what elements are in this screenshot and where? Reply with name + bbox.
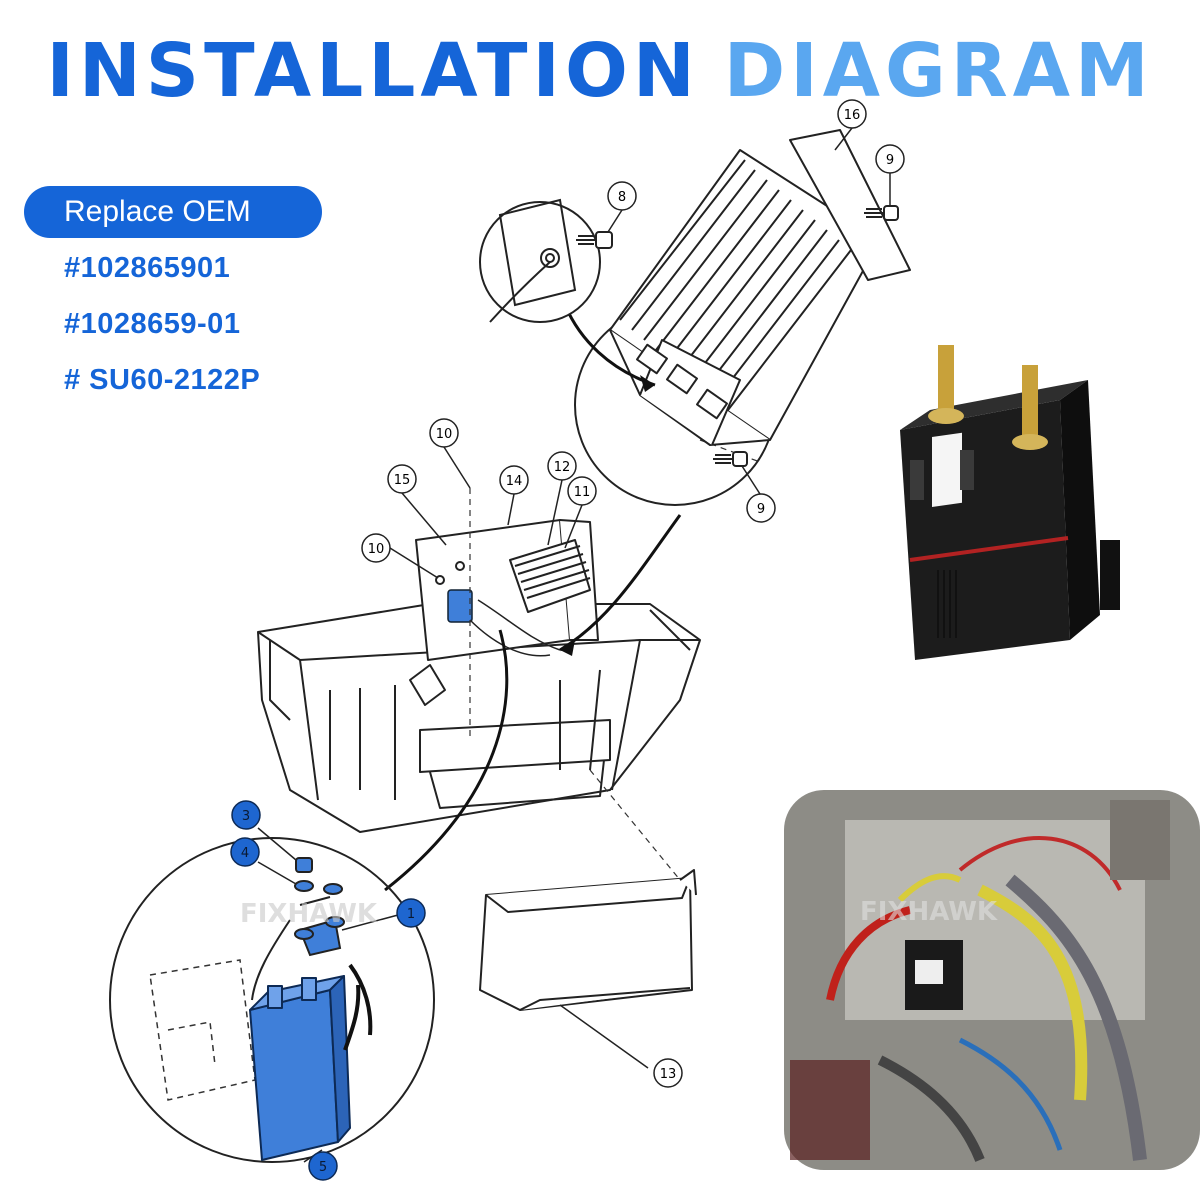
callout-9-bottom-marker bbox=[746, 493, 776, 523]
callout-1-marker bbox=[396, 898, 426, 928]
cover-panel-illustration bbox=[479, 869, 697, 1011]
callout-10-bottom-label: 10 bbox=[368, 542, 385, 557]
screw-9-bottom-icon bbox=[713, 451, 748, 467]
controller-illustration bbox=[609, 129, 911, 446]
washer-stack-illustration bbox=[294, 857, 345, 957]
callout-14-marker bbox=[499, 465, 529, 495]
oem-number-2: #1028659-01 bbox=[64, 308, 241, 340]
arrow-head-tray bbox=[560, 640, 575, 656]
callout-3-label: 3 bbox=[242, 809, 250, 824]
installed-solenoid-photo bbox=[784, 790, 1200, 1170]
control-wire bbox=[348, 963, 373, 1036]
callout-9-bottom-label: 9 bbox=[757, 502, 765, 517]
callout-16-marker bbox=[837, 99, 867, 129]
callout-12-marker bbox=[547, 451, 577, 481]
solenoid-highlight-large bbox=[249, 975, 351, 1161]
replace-oem-badge: Replace OEM bbox=[24, 186, 322, 238]
callout-3-marker bbox=[231, 800, 261, 830]
callout-10-top-label: 10 bbox=[436, 427, 453, 442]
screw-8-icon bbox=[576, 231, 613, 249]
callout-15-label: 15 bbox=[394, 473, 411, 488]
callout-markers: 16 9 8 9 10 15 14 12 11 10 13 3 bbox=[230, 99, 905, 1181]
oem-number-1: #102865901 bbox=[64, 252, 231, 284]
watermark-2: FIXHAWK bbox=[860, 897, 998, 927]
callout-8-label: 8 bbox=[618, 190, 626, 205]
callout-10-bottom-marker bbox=[361, 533, 391, 563]
control-wire-2 bbox=[343, 984, 361, 1051]
title-part-installation: INSTALLATION bbox=[46, 28, 700, 114]
solenoid-highlight-small bbox=[447, 589, 473, 623]
callout-16-label: 16 bbox=[844, 108, 861, 123]
callout-12-label: 12 bbox=[554, 460, 571, 475]
callout-13-marker bbox=[653, 1058, 683, 1088]
wire-bundle bbox=[477, 599, 561, 651]
solenoid-product-image bbox=[900, 345, 1120, 660]
terminal-inset-circle bbox=[479, 201, 601, 323]
callout-10-top-marker bbox=[429, 418, 459, 448]
screw-9-top-icon bbox=[864, 205, 899, 221]
callout-5-marker bbox=[308, 1151, 338, 1181]
mounting-bracket-illustration bbox=[149, 959, 256, 1101]
callout-5-label: 5 bbox=[319, 1160, 327, 1175]
wire-bundle-2 bbox=[469, 619, 551, 657]
cable-controller-tray bbox=[559, 514, 682, 652]
callout-8-marker bbox=[607, 181, 637, 211]
page-title: INSTALLATION DIAGRAM bbox=[0, 28, 1200, 114]
callout-11-marker bbox=[567, 476, 597, 506]
callout-4-label: 4 bbox=[241, 846, 249, 861]
callout-9-top-marker bbox=[875, 144, 905, 174]
cable-end-1 bbox=[251, 919, 291, 1001]
callout-1-label: 1 bbox=[407, 907, 415, 922]
title-part-diagram: DIAGRAM bbox=[723, 28, 1154, 114]
callout-4-marker bbox=[230, 837, 260, 867]
callout-13-label: 13 bbox=[660, 1067, 677, 1082]
arrow-to-controller bbox=[563, 304, 656, 387]
arrow-head-controller bbox=[640, 375, 655, 392]
watermark-1: FIXHAWK bbox=[240, 899, 378, 929]
cable-tray-solenoid bbox=[384, 629, 509, 892]
terminal-inset-illustration bbox=[489, 198, 577, 323]
callout-14-label: 14 bbox=[506, 474, 523, 489]
leader-13 bbox=[559, 1004, 649, 1069]
callout-9-top-label: 9 bbox=[886, 153, 894, 168]
oem-number-3: # SU60-2122P bbox=[64, 364, 261, 396]
leader-lines bbox=[469, 439, 761, 881]
callout-15-marker bbox=[387, 464, 417, 494]
callout-11-label: 11 bbox=[574, 485, 591, 500]
solenoid-detail-circle bbox=[109, 837, 435, 1163]
